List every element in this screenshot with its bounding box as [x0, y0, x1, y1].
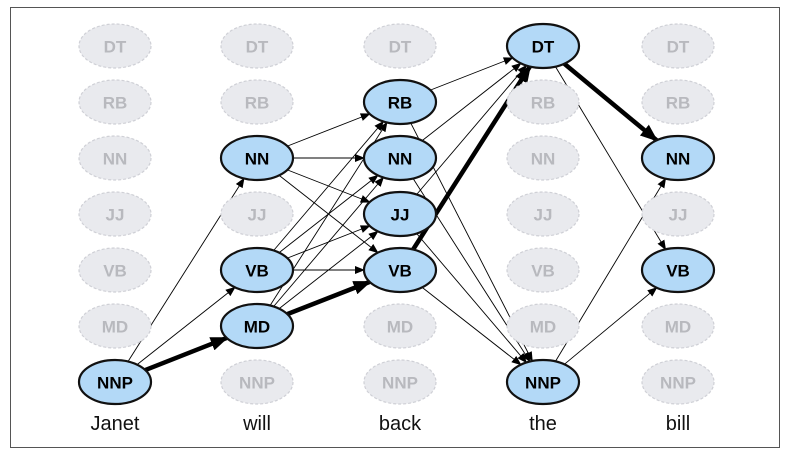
node-bill-nnp-inactive: NNP — [641, 359, 715, 405]
node-back-nn: NN — [362, 134, 438, 182]
node-bill-md-inactive: MD — [641, 303, 715, 349]
node-bill-jj-inactive: JJ — [641, 191, 715, 237]
node-will-nn: NN — [219, 134, 295, 182]
node-label: JJ — [669, 206, 688, 225]
node-label: NN — [666, 150, 691, 169]
node-label: MD — [530, 318, 556, 337]
node-bill-dt-inactive: DT — [641, 23, 715, 69]
node-label: RB — [666, 94, 691, 113]
word-bill: bill — [666, 413, 690, 435]
edge-janet-NNP-to-will-VB — [136, 286, 236, 365]
node-will-dt-inactive: DT — [220, 23, 294, 69]
node-back-jj: JJ — [362, 190, 438, 238]
node-janet-nnp: NNP — [77, 358, 153, 406]
edge-will-VB-to-back-RB — [273, 120, 385, 251]
node-label: JJ — [534, 206, 553, 225]
node-label: DT — [532, 38, 555, 57]
edge-will-MD-to-back-NN — [273, 176, 385, 307]
node-the-jj-inactive: JJ — [506, 191, 580, 237]
word-back: back — [379, 413, 422, 435]
words-layer: Janet will back the bill — [91, 413, 691, 435]
edge-will-MD-to-back-JJ — [278, 230, 379, 310]
node-label: NN — [245, 150, 270, 169]
edge-back-RB-to-the-DT — [430, 57, 514, 91]
node-will-nnp-inactive: NNP — [220, 359, 294, 405]
node-janet-rb-inactive: RB — [78, 79, 152, 125]
node-label: NN — [531, 150, 556, 169]
node-bill-vb: VB — [640, 246, 716, 294]
node-label: MD — [244, 318, 270, 337]
node-janet-dt-inactive: DT — [78, 23, 152, 69]
node-will-vb: VB — [219, 246, 295, 294]
node-janet-vb-inactive: VB — [78, 247, 152, 293]
word-will: will — [242, 413, 271, 435]
node-the-nnp: NNP — [505, 358, 581, 406]
node-label: VB — [666, 262, 690, 281]
edge-back-JJ-to-the-DT — [416, 64, 528, 195]
node-label: DT — [246, 38, 269, 57]
node-back-md-inactive: MD — [363, 303, 437, 349]
node-will-rb-inactive: RB — [220, 79, 294, 125]
node-label: VB — [245, 262, 269, 281]
node-label: NNP — [382, 374, 418, 393]
node-back-nnp-inactive: NNP — [363, 359, 437, 405]
node-the-vb-inactive: VB — [506, 247, 580, 293]
node-label: RB — [388, 94, 413, 113]
node-label: MD — [665, 318, 691, 337]
node-label: RB — [531, 94, 556, 113]
node-label: NNP — [660, 374, 696, 393]
node-label: VB — [531, 262, 555, 281]
node-the-md-inactive: MD — [506, 303, 580, 349]
node-label: NNP — [239, 374, 275, 393]
edge-the-NNP-to-bill-VB — [564, 287, 658, 365]
edge-will-MD-to-back-VB-best-path — [286, 279, 372, 317]
node-label: NNP — [97, 374, 133, 393]
node-label: RB — [245, 94, 270, 113]
node-label: NNP — [525, 374, 561, 393]
word-the: the — [529, 413, 557, 435]
nodes-layer: DT RB NN JJ VB MD NNP DT RB NN JJ VB MD NNP DT RB NN JJ VB… — [77, 22, 716, 406]
node-label: DT — [667, 38, 690, 57]
node-label: MD — [102, 318, 128, 337]
node-bill-rb-inactive: RB — [641, 79, 715, 125]
node-bill-nn: NN — [640, 134, 716, 182]
node-label: NN — [103, 150, 128, 169]
node-label: VB — [388, 262, 412, 281]
node-label: DT — [389, 38, 412, 57]
edge-janet-NNP-to-will-MD-best-path — [144, 335, 229, 373]
node-janet-md-inactive: MD — [78, 303, 152, 349]
edge-back-JJ-to-the-NNP — [416, 233, 528, 364]
node-label: JJ — [106, 206, 125, 225]
node-back-vb: VB — [362, 246, 438, 294]
node-back-dt-inactive: DT — [363, 23, 437, 69]
node-will-md: MD — [219, 302, 295, 350]
node-label: RB — [103, 94, 128, 113]
node-janet-jj-inactive: JJ — [78, 191, 152, 237]
node-label: JJ — [248, 206, 267, 225]
node-the-rb-inactive: RB — [506, 79, 580, 125]
node-label: JJ — [391, 206, 410, 225]
node-the-dt: DT — [505, 22, 581, 70]
node-back-rb: RB — [362, 78, 438, 126]
edge-the-DT-to-bill-NN-best-path — [562, 61, 659, 143]
edge-back-VB-to-the-NNP — [421, 286, 522, 366]
node-will-jj-inactive: JJ — [220, 191, 294, 237]
node-the-nn-inactive: NN — [506, 135, 580, 181]
edge-will-NN-to-back-RB — [287, 113, 371, 147]
node-label: VB — [103, 262, 127, 281]
edge-back-NN-to-the-DT — [421, 62, 522, 142]
node-label: DT — [104, 38, 127, 57]
node-label: NN — [388, 150, 413, 169]
node-label: MD — [387, 318, 413, 337]
word-janet: Janet — [91, 413, 140, 435]
node-janet-nn-inactive: NN — [78, 135, 152, 181]
